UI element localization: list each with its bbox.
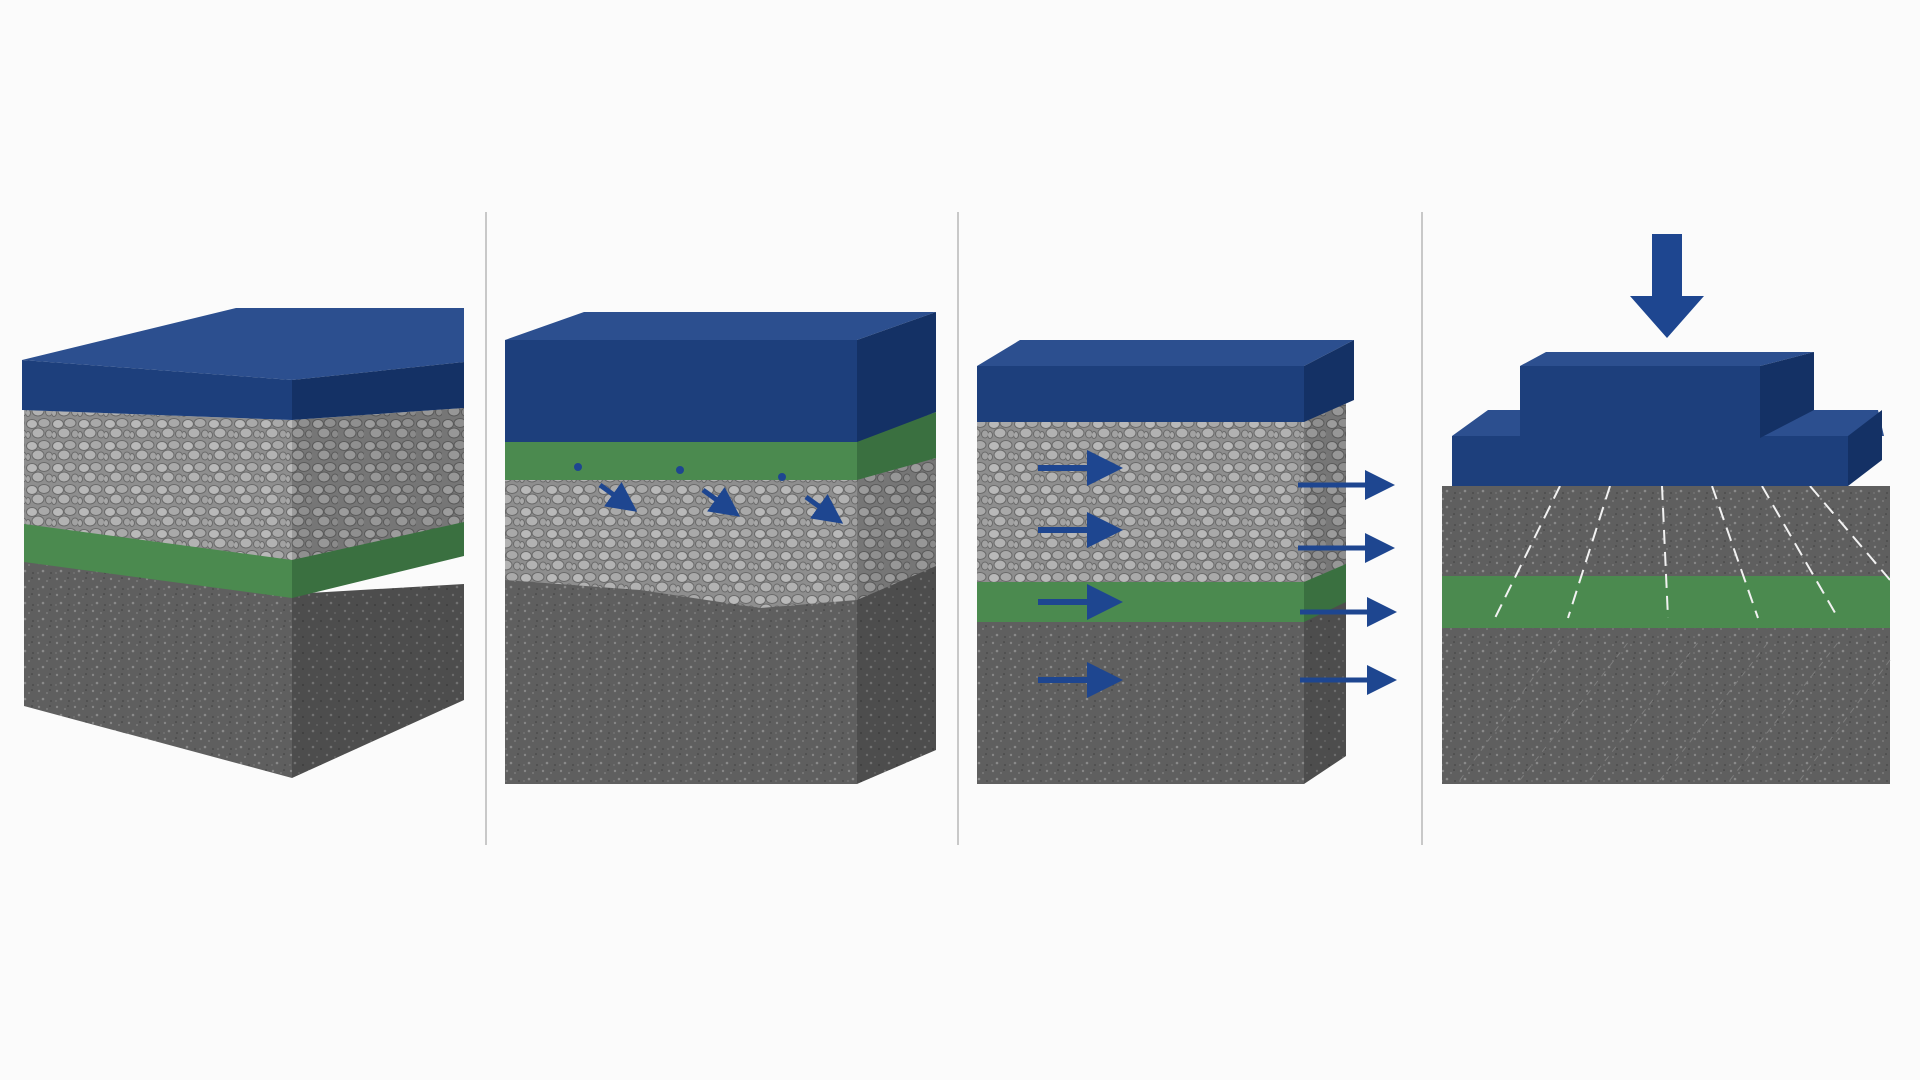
aggregate-side bbox=[292, 408, 464, 560]
cover-slab-front bbox=[977, 366, 1304, 422]
aggregate-layer bbox=[24, 410, 292, 560]
subgrade-side bbox=[857, 562, 936, 784]
cover-slab-top bbox=[505, 312, 936, 340]
geotextile-side bbox=[292, 520, 464, 598]
aggregate-side bbox=[857, 458, 936, 600]
load-spread-lines bbox=[1494, 485, 1891, 619]
geotextile-side bbox=[857, 412, 936, 480]
cover-slab-front bbox=[505, 340, 857, 442]
geotextile-layer bbox=[977, 580, 1304, 622]
panel-layer-stack bbox=[22, 308, 464, 778]
cover-raised-side bbox=[1760, 352, 1814, 438]
subgrade-layer bbox=[505, 580, 857, 784]
subgrade-stress-lines bbox=[1459, 639, 1891, 781]
aggregate-side bbox=[1304, 402, 1346, 582]
subgrade-side bbox=[1304, 600, 1346, 784]
cover-raised-top bbox=[1520, 352, 1814, 366]
filtration-arrow bbox=[804, 494, 844, 524]
panel-load-distribution bbox=[1442, 234, 1891, 784]
cover-base-front bbox=[1452, 436, 1848, 486]
fine-particle bbox=[778, 473, 786, 481]
fine-particle bbox=[574, 463, 582, 471]
subgrade-layer bbox=[24, 560, 292, 778]
cover-raised-front bbox=[1520, 366, 1760, 438]
cover-slab-top bbox=[22, 308, 464, 380]
subgrade-side bbox=[292, 584, 464, 778]
filtration-arrow bbox=[701, 487, 741, 517]
cover-slab-top bbox=[977, 340, 1354, 366]
subgrade-layer bbox=[1442, 626, 1890, 784]
subgrade-layer bbox=[977, 620, 1304, 784]
cover-slab-front bbox=[22, 360, 292, 420]
aggregate-layer bbox=[977, 420, 1304, 582]
cover-slab-side bbox=[292, 362, 464, 420]
cover-base-side bbox=[1848, 410, 1882, 486]
load-arrow bbox=[1630, 234, 1704, 338]
fine-particle bbox=[676, 466, 684, 474]
cover-slab-side bbox=[857, 312, 936, 442]
aggregate-layer bbox=[505, 476, 857, 608]
geotextile-layer bbox=[24, 522, 292, 598]
geotextile-layer bbox=[505, 440, 857, 480]
panel-filtration bbox=[505, 312, 936, 784]
panel-drainage bbox=[977, 340, 1397, 784]
cover-slab-side bbox=[1304, 340, 1354, 422]
filtration-arrow bbox=[598, 482, 638, 512]
